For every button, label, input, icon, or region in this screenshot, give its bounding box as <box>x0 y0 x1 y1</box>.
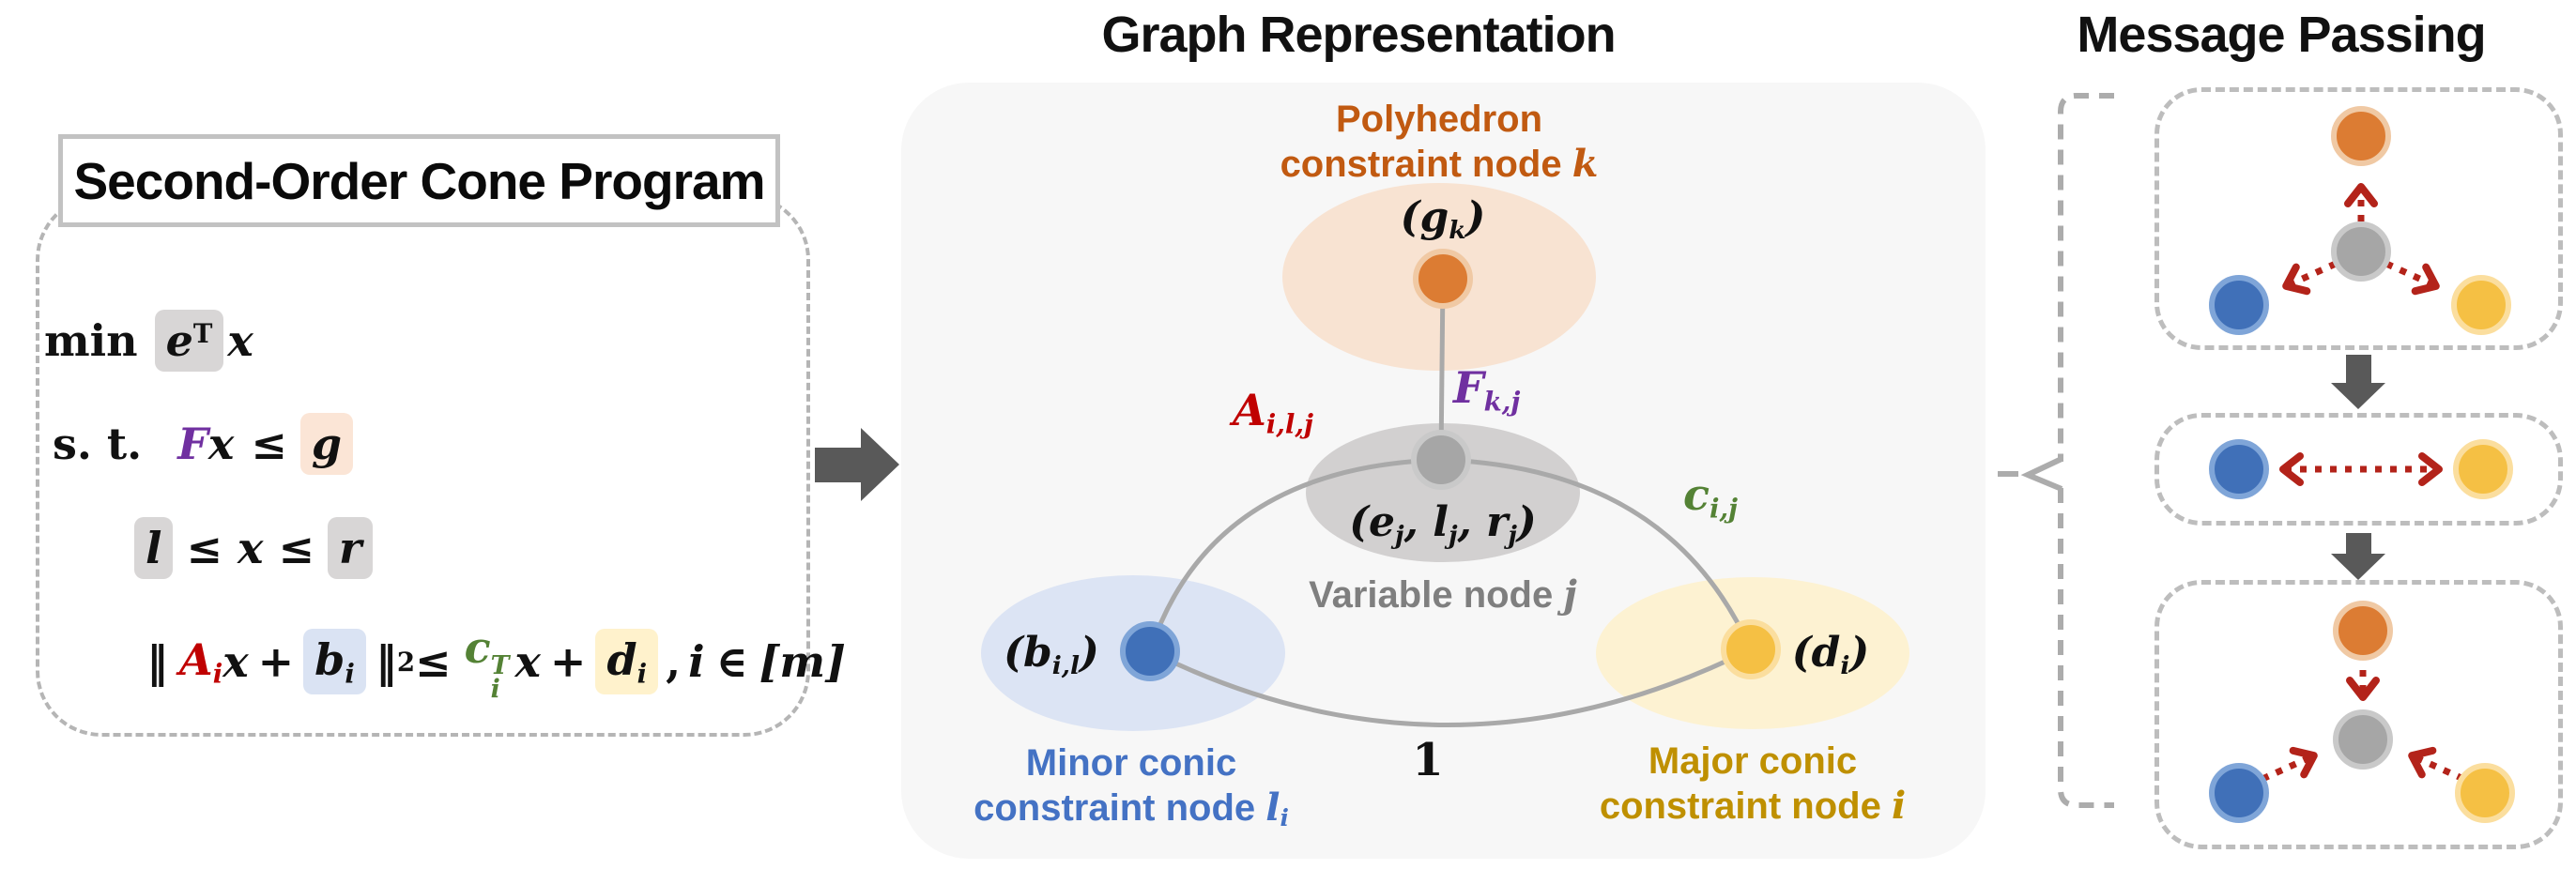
variable-node-circle <box>1411 430 1471 490</box>
brace-pointer-icon <box>2020 456 2063 492</box>
d-feature-highlight: di <box>595 629 659 695</box>
l-feature-highlight: l <box>134 517 174 579</box>
mp3-minor-node-circle <box>2209 763 2269 823</box>
e-feature-highlight: eT <box>154 310 224 372</box>
mp1-variable-node-circle <box>2331 221 2391 282</box>
polyhedron-feature-label: (gk) <box>1400 193 1486 245</box>
socp-title-box: Second-Order Cone Program <box>58 134 780 227</box>
graph-title: Graph Representation <box>1101 7 1616 63</box>
mp2-major-node-circle <box>2453 439 2513 499</box>
minor-node-circle <box>1120 621 1180 681</box>
mp1-polyhedron-node-circle <box>2331 106 2391 166</box>
mp1-minor-node-circle <box>2209 275 2269 335</box>
mp3-variable-node-circle <box>2333 709 2393 770</box>
x-variable: x <box>227 315 253 366</box>
variable-feature-label: (ej, lj, rj) <box>1349 498 1537 550</box>
polyhedron-caption: Polyhedron constraint node k <box>1280 99 1599 186</box>
mp3-major-node-circle <box>2455 763 2515 823</box>
g-feature-highlight: g <box>299 413 354 475</box>
polyhedron-node-circle <box>1413 249 1473 309</box>
socp-title: Second-Order Cone Program <box>73 151 766 210</box>
mp-step-box-2 <box>2154 413 2563 526</box>
A-coefficient: Ai <box>179 634 223 690</box>
mp1-major-node-circle <box>2451 275 2511 335</box>
brace-dashed <box>2058 93 2114 808</box>
min-operator: min <box>44 315 138 366</box>
mp3-polyhedron-node-circle <box>2333 601 2393 661</box>
major-node-circle <box>1721 619 1781 679</box>
mp2-minor-node-circle <box>2209 439 2269 499</box>
message-passing-title: Message Passing <box>2077 7 2486 63</box>
norm-open: ‖ <box>146 636 168 688</box>
constraint-line-polyhedron: s. t. F x ≤ g <box>53 413 354 475</box>
subject-to: s. t. <box>53 419 143 469</box>
step-arrow-icon <box>2346 355 2371 383</box>
constraint-line-bounds: l ≤ x ≤ r <box>134 517 374 579</box>
mp-step-box-1 <box>2154 87 2563 350</box>
step-arrow-head-icon <box>2331 383 2385 409</box>
objective-line: min eT x <box>44 310 253 372</box>
norm-close: ‖ <box>375 636 397 688</box>
edge-label-A: Ai,l,j <box>1233 385 1313 440</box>
major-feature-label: (di) <box>1791 629 1870 680</box>
step-arrow-icon <box>2346 533 2371 554</box>
step-arrow-head-icon <box>2331 554 2385 580</box>
flow-arrow-icon <box>815 448 861 482</box>
minor-caption: Minor conic constraint node li <box>974 742 1289 832</box>
r-feature-highlight: r <box>328 517 374 579</box>
minor-feature-label: (bi,l) <box>1004 629 1099 680</box>
edge-label-F: Fk,j <box>1453 362 1521 418</box>
edge-label-one: 1 <box>1412 734 1444 786</box>
edge-label-c: ci,j <box>1682 469 1739 525</box>
mp-step-box-3 <box>2154 580 2563 849</box>
variable-caption: Variable node j <box>1309 572 1577 617</box>
F-coefficient: F <box>177 419 208 469</box>
b-feature-highlight: bi <box>303 629 366 695</box>
flow-arrow-head-icon <box>861 428 899 501</box>
major-caption: Major conic constraint node i <box>1599 740 1907 828</box>
